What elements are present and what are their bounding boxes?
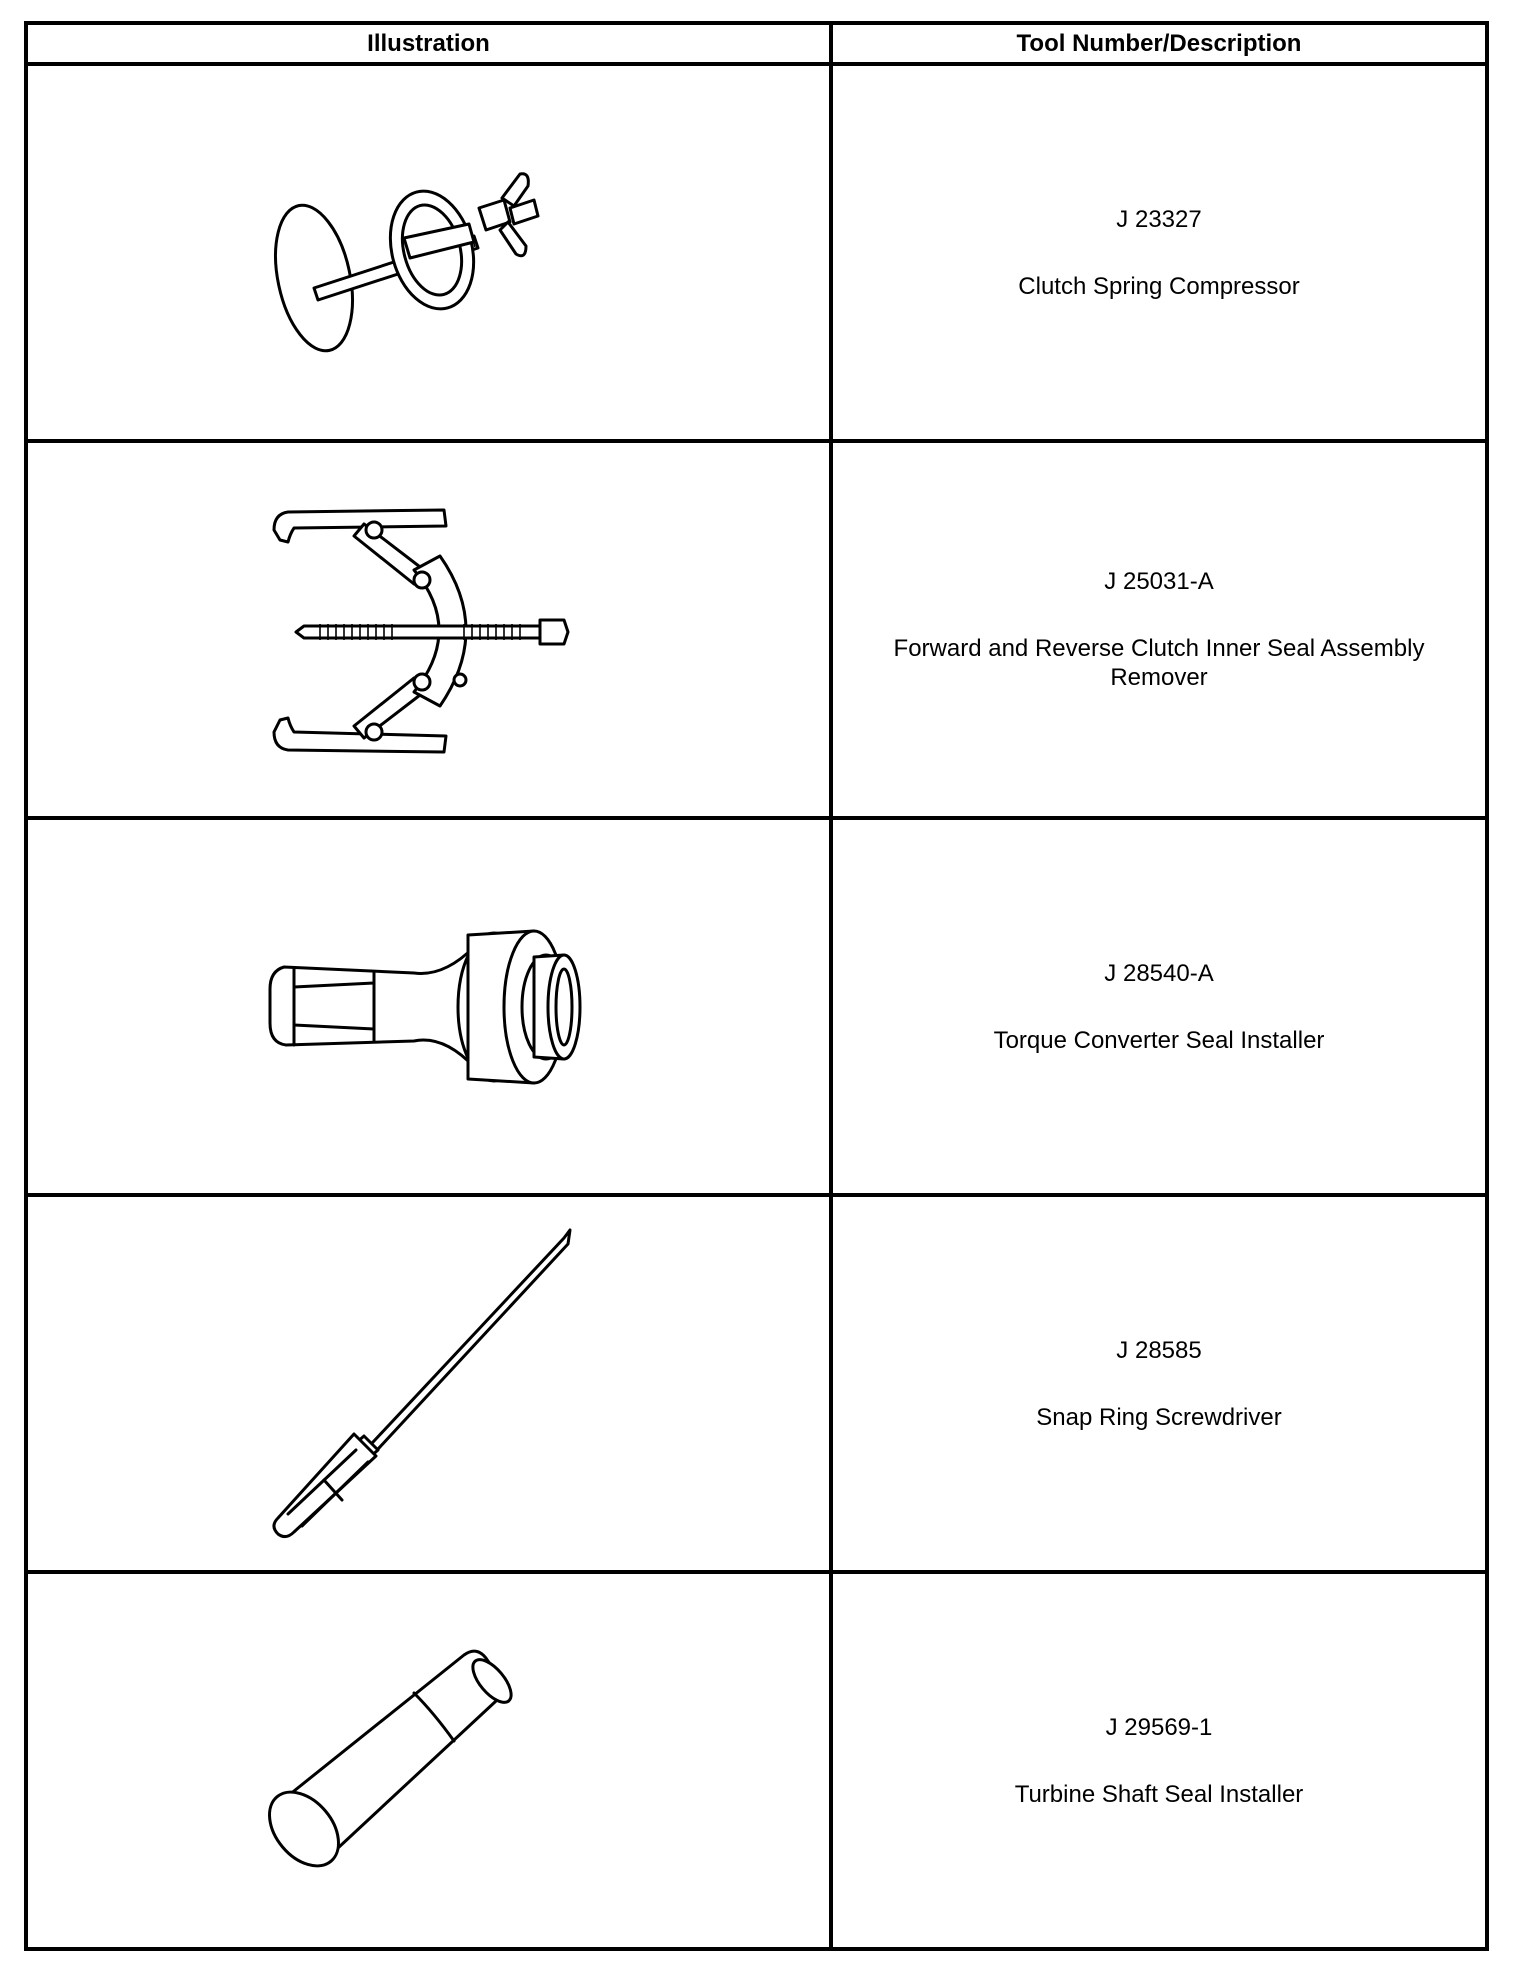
illustration-cell [24, 816, 833, 1197]
tool-number: J 29569-1 [1105, 1713, 1213, 1741]
illustration-cell [24, 439, 833, 820]
tool-description: Turbine Shaft Seal Installer [1014, 1780, 1304, 1808]
tool-description: Clutch Spring Compressor [1018, 272, 1300, 300]
tool-number: J 25031-A [1104, 568, 1214, 595]
table-row: J 29569-1 Turbine Shaft Seal Installer [24, 1570, 1489, 1951]
table-row: J 23327 Clutch Spring Compressor [24, 62, 1489, 443]
description-cell: J 25031-A Forward and Reverse Clutch Inn… [829, 439, 1489, 820]
illustration-cell [24, 62, 833, 443]
seal-assembly-remover-icon [272, 508, 569, 753]
table-row: J 25031-A Forward and Reverse Clutch Inn… [24, 439, 1489, 820]
illustration-cell [24, 1570, 833, 1951]
tool-description: Snap Ring Screwdriver [1036, 1403, 1282, 1431]
clutch-spring-compressor-icon [273, 171, 539, 352]
header-illustration: Illustration [24, 21, 833, 66]
tool-number: J 28540-A [1104, 959, 1214, 987]
header-tool-description: Tool Number/Description [829, 21, 1489, 66]
tool-number: J 23327 [1116, 205, 1202, 233]
tool-description: Forward and Reverse Clutch Inner Seal As… [893, 635, 1425, 691]
description-cell: J 23327 Clutch Spring Compressor [829, 62, 1489, 443]
description-cell: J 28585 Snap Ring Screwdriver [829, 1193, 1489, 1574]
table-row: J 28540-A Torque Converter Seal Installe… [24, 816, 1489, 1197]
tool-number: J 28585 [1116, 1336, 1202, 1364]
torque-converter-seal-installer-icon [268, 929, 581, 1084]
description-cell: J 29569-1 Turbine Shaft Seal Installer [829, 1570, 1489, 1951]
illustration-cell [24, 1193, 833, 1574]
table-row: J 28585 Snap Ring Screwdriver [24, 1193, 1489, 1574]
snap-ring-screwdriver-icon [272, 1228, 571, 1538]
special-tools-table: Illustration Tool Number/Description [24, 21, 1489, 1951]
turbine-shaft-seal-installer-icon [267, 1649, 513, 1867]
tool-description: Torque Converter Seal Installer [993, 1026, 1325, 1054]
description-cell: J 28540-A Torque Converter Seal Installe… [829, 816, 1489, 1197]
table-header-row: Illustration Tool Number/Description [24, 21, 1489, 66]
